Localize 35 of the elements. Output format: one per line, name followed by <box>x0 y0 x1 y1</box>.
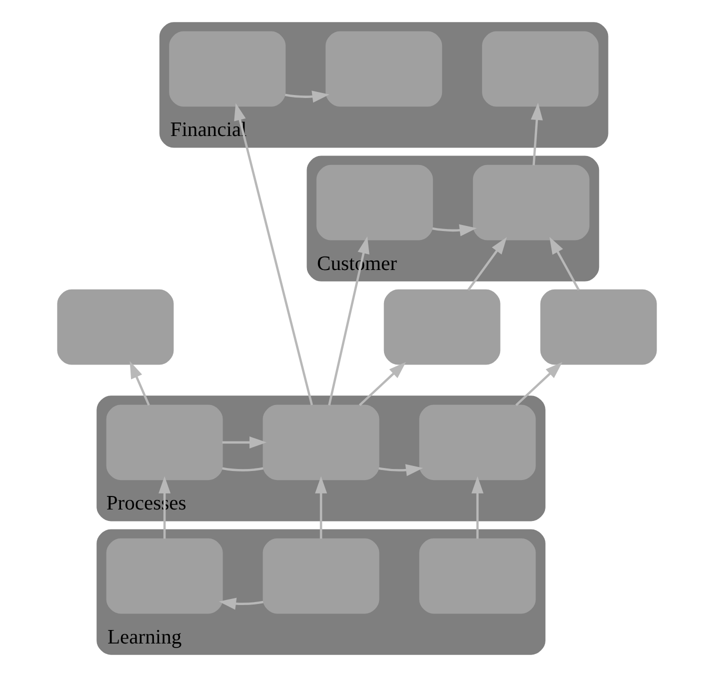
arrow <box>514 362 562 406</box>
arrow <box>218 597 263 610</box>
node-box <box>262 404 379 480</box>
node-box <box>106 404 222 480</box>
node-box <box>540 288 656 364</box>
node-box <box>56 288 174 364</box>
arrow <box>328 236 369 405</box>
arrow <box>129 360 150 406</box>
arrow <box>470 476 483 538</box>
node-box <box>472 164 589 240</box>
arrow <box>466 236 506 290</box>
cluster: Processes <box>96 395 545 521</box>
cluster: Financial <box>158 22 608 148</box>
arrow <box>314 476 327 538</box>
arrow <box>222 436 266 448</box>
arrow <box>358 362 406 406</box>
node-box <box>262 538 379 614</box>
arrow <box>234 102 312 405</box>
arrow <box>284 90 329 102</box>
node-box <box>106 538 222 614</box>
connector <box>222 466 263 471</box>
node-box <box>418 538 536 614</box>
node-box <box>383 288 500 364</box>
arrow <box>548 236 580 290</box>
node-box <box>325 30 442 106</box>
arrow <box>530 102 542 165</box>
arrow <box>432 224 476 236</box>
cluster: Customer <box>306 155 599 281</box>
arrow <box>378 464 423 476</box>
node-box <box>418 404 536 480</box>
node-box <box>316 164 432 240</box>
node-box <box>168 30 286 106</box>
cluster: Learning <box>96 528 545 654</box>
arrow <box>158 476 170 538</box>
node-box <box>482 30 598 106</box>
